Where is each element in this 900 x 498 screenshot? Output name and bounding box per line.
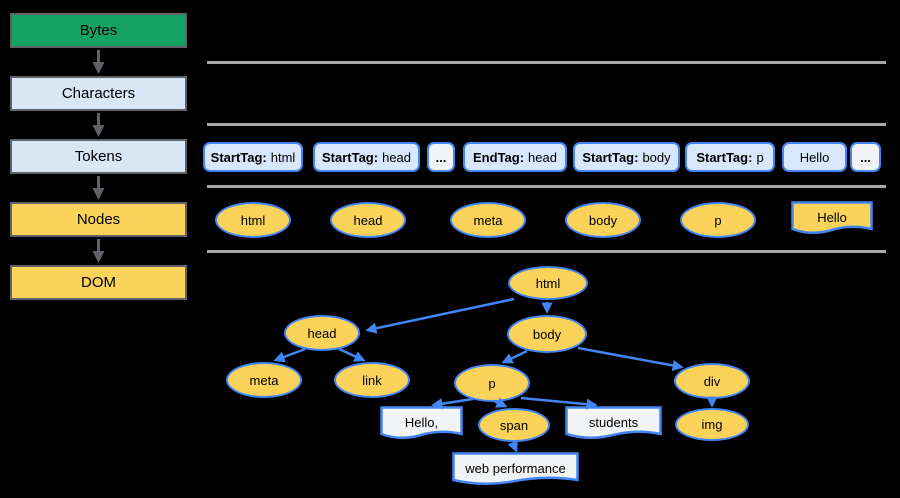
stage-tokens-label: Tokens [74,148,123,165]
dom-node-label: Hello, [404,414,439,430]
dom-node-html: html [508,266,588,300]
token-value: ... [435,149,447,165]
node-label: html [240,212,266,228]
edge-html-head [365,297,515,334]
node-ellipse-p: p [680,202,756,238]
dom-node-body: body [507,315,587,353]
separator-line-1 [207,61,886,64]
dom-textnode-webperf: web performance [452,452,579,490]
edge-head-meta [273,347,306,363]
token-starttag-p: StartTag:p [685,142,775,172]
stage-nodes: Nodes [10,202,187,237]
textnode-shape [452,452,579,485]
dom-node-label: head [307,325,337,341]
node-ellipse-html: html [215,202,291,238]
token-value: head [382,149,412,165]
dom-node-label: web performance [465,460,566,476]
stage-characters-label: Characters [61,85,136,102]
token-type: EndTag: [473,149,525,165]
token-starttag-body: StartTag:body [573,142,680,172]
stage-tokens: Tokens [10,139,187,174]
dom-node-span: span [478,408,550,442]
dom-node-label: img [701,417,723,432]
node-label: Hello [817,209,847,225]
dom-node-label: span [499,417,529,433]
stage-characters: Characters [10,76,187,111]
dom-node-img: img [675,408,749,441]
token-type: StartTag: [696,149,753,165]
dom-node-label: students [588,414,639,430]
edge-p-students [520,396,598,410]
edge-head-link [338,347,366,362]
token-value: Hello [799,149,830,165]
token-starttag-html: StartTag:html [203,142,303,172]
token-value: p [756,149,764,165]
textnode-shape [791,201,873,234]
separator-line-2 [207,123,886,126]
textnode-shape [565,406,662,439]
node-textnode-hello: Hello [791,201,873,239]
token-type: StartTag: [321,149,379,165]
separator-line-4 [207,250,886,253]
dom-node-label: div [703,373,721,389]
dom-node-label: p [488,375,496,391]
node-ellipse-meta: meta [450,202,526,238]
token-text-hello: Hello [782,142,847,172]
token-ellipsis-2: ... [850,142,881,172]
stage-bytes-label: Bytes [79,22,118,39]
dom-node-meta: meta [226,362,302,398]
dom-node-label: link [362,372,382,388]
token-value: head [528,149,557,165]
token-type: StartTag: [210,149,267,165]
dom-node-label: html [535,275,561,291]
dom-node-label: body [532,326,562,342]
token-value: ... [860,149,871,165]
edge-p-hello [431,397,474,410]
stage-bytes: Bytes [10,13,187,48]
dom-textnode-students: students [565,406,662,444]
token-endtag-head: EndTag:head [463,142,567,172]
dom-textnode-hello: Hello, [380,406,463,444]
dom-node-link: link [334,362,410,398]
node-ellipse-body: body [565,202,641,238]
separator-line-3 [207,185,886,188]
edge-span-webperf [507,440,518,453]
edge-body-div [577,346,684,372]
edge-body-p [501,349,528,364]
dom-node-label: meta [249,372,279,388]
node-label: p [714,212,722,228]
stage-dom: DOM [10,265,187,300]
dom-node-div: div [674,363,750,399]
stage-dom-label: DOM [81,274,116,291]
node-label: body [588,212,618,228]
token-ellipsis-1: ... [427,142,455,172]
stage-nodes-label: Nodes [76,211,121,228]
dom-node-p: p [454,364,530,402]
dom-node-head: head [284,315,360,351]
token-starttag-head: StartTag:head [313,142,420,172]
node-ellipse-head: head [330,202,406,238]
textnode-shape [380,406,463,439]
node-label: meta [473,212,503,228]
token-type: StartTag: [582,149,639,165]
token-value: body [642,149,671,165]
token-value: html [270,149,296,165]
node-label: head [353,212,383,228]
